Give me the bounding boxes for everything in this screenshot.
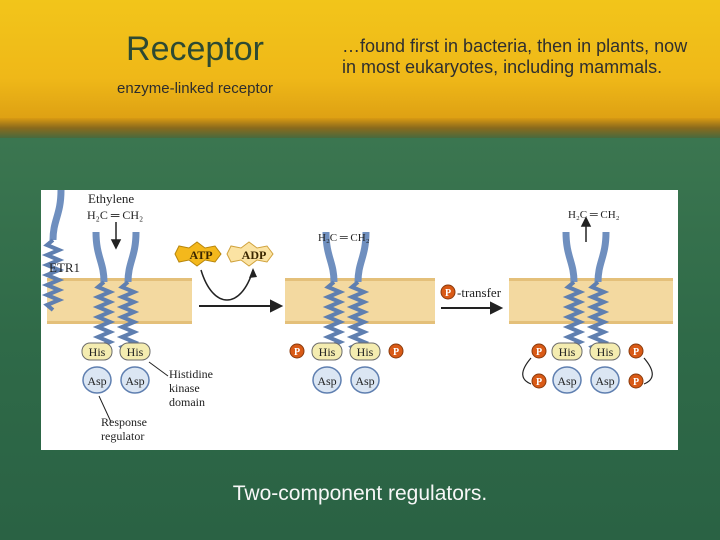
- process-arrows: [199, 299, 504, 315]
- figure-caption: Two-component regulators.: [232, 482, 488, 505]
- svg-text:Asp: Asp: [557, 374, 576, 388]
- asp-domains: [82, 366, 620, 394]
- response-regulator-label-2: regulator: [101, 429, 144, 443]
- his-boxes: [81, 342, 621, 361]
- adp-label: ADP: [242, 248, 267, 262]
- regulation-arrows: [522, 357, 653, 385]
- svg-text:P: P: [536, 347, 542, 358]
- formula-middle: H₂C ═ CH₂: [318, 232, 370, 244]
- receptor-left: [92, 231, 140, 354]
- svg-text:Asp: Asp: [317, 374, 336, 388]
- asp-labels: Asp Asp Asp Asp Asp Asp: [87, 374, 614, 388]
- two-component-diagram: His His His His His His Asp Asp Asp Asp …: [17, 189, 678, 450]
- svg-text:Asp: Asp: [87, 374, 106, 388]
- svg-text:Asp: Asp: [125, 374, 144, 388]
- ligand-arrows: [110, 216, 592, 250]
- svg-text:His: His: [357, 345, 374, 359]
- ethylene-label: Ethylene: [88, 191, 134, 206]
- transfer-label: -transfer: [457, 285, 502, 300]
- histidine-kinase-label-1: Histidine: [169, 367, 213, 381]
- slide-subtitle: enzyme-linked receptor: [117, 80, 273, 97]
- slide-note: …found first in bacteria, then in plants…: [342, 36, 688, 77]
- label-leader-lines: [98, 361, 169, 423]
- svg-text:His: His: [89, 345, 106, 359]
- header-edge: [0, 118, 720, 140]
- histidine-kinase-label-3: domain: [169, 395, 205, 409]
- phosphate-groups: [289, 284, 644, 389]
- svg-text:Asp: Asp: [355, 374, 374, 388]
- svg-text:His: His: [559, 345, 576, 359]
- svg-text:P: P: [633, 347, 639, 358]
- svg-text:Asp: Asp: [595, 374, 614, 388]
- svg-text:P: P: [294, 347, 300, 358]
- receptor-dimer: [17, 189, 65, 312]
- receptor-right: [562, 231, 610, 354]
- receptor-middle: [322, 231, 370, 354]
- phosphate-labels: P P P P P P P: [294, 288, 639, 388]
- receptor-label: ETR1: [49, 260, 80, 275]
- atp-label: ATP: [189, 248, 212, 262]
- svg-text:His: His: [127, 345, 144, 359]
- his-labels: His His His His His His: [89, 345, 614, 359]
- svg-text:His: His: [597, 345, 614, 359]
- slide-title: Receptor: [126, 30, 264, 68]
- svg-text:His: His: [319, 345, 336, 359]
- atp-adp: ATP ADP: [174, 241, 274, 301]
- response-regulator-label-1: Response: [101, 415, 147, 429]
- histidine-kinase-label-2: kinase: [169, 381, 200, 395]
- formula-left: H₂C ═ CH₂: [87, 208, 143, 222]
- svg-text:P: P: [445, 288, 451, 299]
- svg-text:P: P: [633, 377, 639, 388]
- formula-right: H₂C ═ CH₂: [568, 209, 620, 221]
- svg-text:P: P: [393, 347, 399, 358]
- header-band: [0, 0, 720, 130]
- svg-text:P: P: [536, 377, 542, 388]
